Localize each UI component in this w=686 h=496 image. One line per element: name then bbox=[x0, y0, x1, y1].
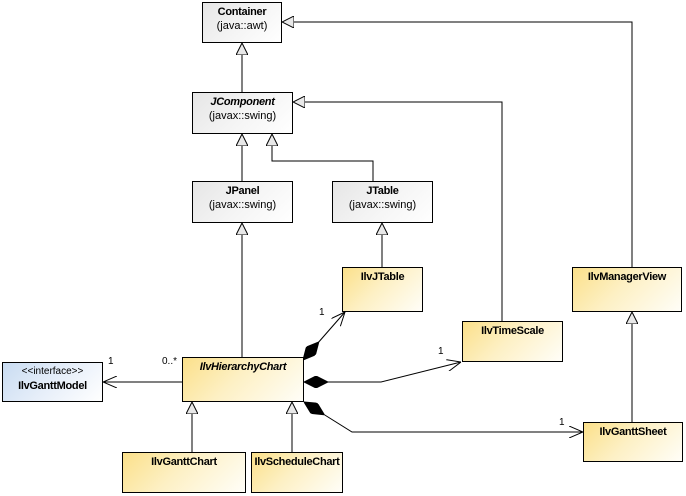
gen-timescale-jcomponent bbox=[293, 102, 503, 321]
multiplicity-ganttsheet-one: 1 bbox=[559, 417, 565, 428]
class-package: (java::awt) bbox=[216, 20, 268, 32]
class-jtable[interactable]: JTable (javax::swing) bbox=[332, 181, 433, 223]
class-name: IlvGanttChart bbox=[151, 456, 217, 468]
class-stereotype: <<interface>> bbox=[21, 366, 84, 377]
multiplicity-ilvjtable-one: 1 bbox=[319, 307, 325, 318]
class-jcomponent[interactable]: JComponent (javax::swing) bbox=[192, 92, 293, 134]
class-name: IlvHierarchyChart bbox=[199, 361, 287, 373]
class-ilvganttsheet[interactable]: IlvGanttSheet bbox=[583, 422, 683, 462]
multiplicity-timescale-one: 1 bbox=[438, 346, 444, 357]
class-package: (javax::swing) bbox=[348, 199, 417, 211]
class-ilvschedulechart[interactable]: IlvScheduleChart bbox=[251, 452, 343, 493]
class-ilvjtable[interactable]: IlvJTable bbox=[342, 267, 423, 312]
class-name: IlvScheduleChart bbox=[254, 456, 340, 468]
gen-jtable-jcomponent bbox=[272, 134, 374, 181]
class-name: IlvGanttSheet bbox=[599, 426, 667, 438]
comp-hierarchychart-ganttsheet bbox=[304, 402, 583, 432]
class-name: JPanel bbox=[225, 185, 260, 197]
class-ilvganttchart[interactable]: IlvGanttChart bbox=[122, 452, 246, 493]
class-package: (javax::swing) bbox=[208, 110, 277, 122]
comp-hierarchychart-ilvjtable bbox=[303, 312, 345, 360]
class-name: IlvTimeScale bbox=[481, 325, 544, 337]
class-package: (javax::swing) bbox=[208, 199, 277, 211]
class-ilvganttmodel[interactable]: <<interface>> IlvGanttModel bbox=[2, 362, 103, 402]
multiplicity-hierarchychart-many: 0..* bbox=[162, 356, 178, 367]
class-jpanel[interactable]: JPanel (javax::swing) bbox=[192, 181, 293, 223]
class-ilvmanagerview[interactable]: IlvManagerView bbox=[572, 267, 682, 312]
class-name: IlvJTable bbox=[360, 271, 405, 283]
class-name: Container bbox=[217, 6, 267, 18]
class-name: JTable bbox=[366, 185, 399, 197]
class-name: IlvManagerView bbox=[587, 271, 667, 283]
comp-hierarchychart-timescale bbox=[304, 362, 461, 382]
class-name: IlvGanttModel bbox=[18, 380, 87, 392]
class-name: JComponent bbox=[210, 96, 275, 108]
class-container[interactable]: Container (java::awt) bbox=[202, 2, 282, 43]
multiplicity-ganttmodel-one: 1 bbox=[108, 356, 114, 367]
class-ilvhierarchychart[interactable]: IlvHierarchyChart bbox=[182, 357, 304, 402]
gen-managerview-container bbox=[282, 22, 633, 267]
class-ilvtimescale[interactable]: IlvTimeScale bbox=[462, 321, 563, 362]
